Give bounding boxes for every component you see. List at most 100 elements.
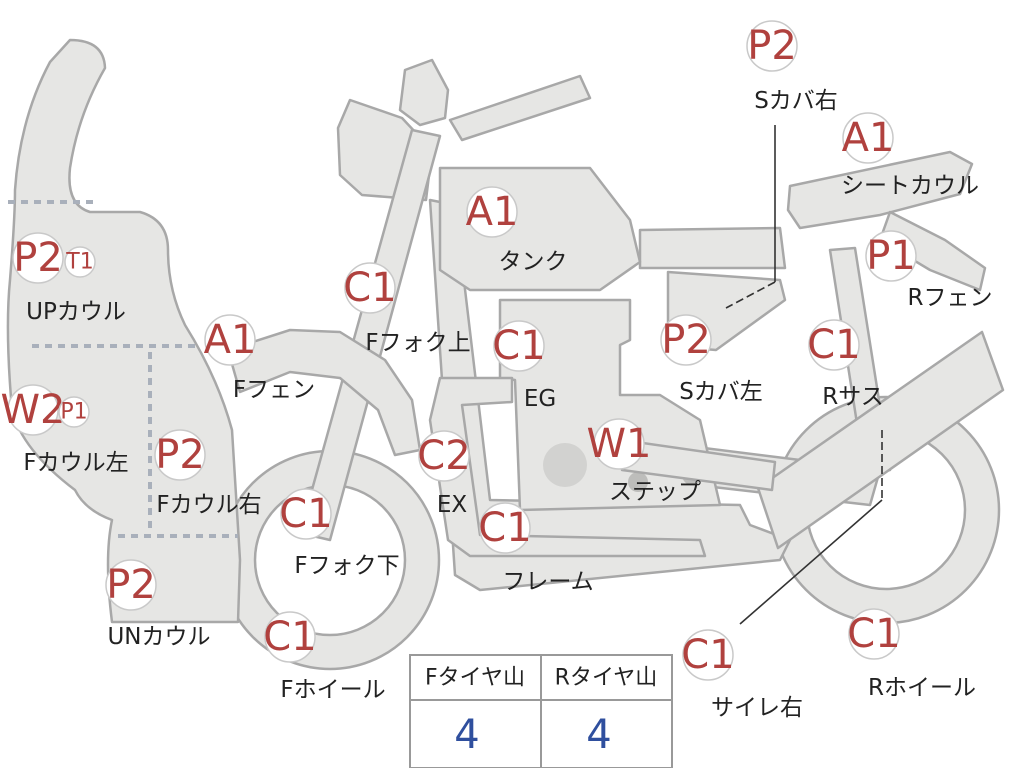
mirror-shape [398, 58, 450, 127]
tire-table-header-rear: Rタイヤ山 [555, 666, 658, 691]
part-seat-cowl[interactable]: A1 シートカウル [841, 112, 979, 199]
f-fender-badge [204, 314, 256, 366]
exhaust-code: C2 [417, 433, 470, 479]
tire-table-value-rear: 4 [586, 712, 611, 758]
f-fork-lower-badge [280, 488, 332, 540]
silencer-shape [756, 330, 1005, 550]
f-wheel-label: Fホイール [280, 677, 385, 703]
part-silencer-right[interactable]: C1 サイレ右 [681, 629, 803, 721]
s-cover-left-badge [660, 314, 712, 366]
s-cover-left-code: P2 [661, 317, 711, 363]
up-cowl-badge-secondary [64, 246, 96, 278]
s-cover-right-code: P2 [747, 23, 797, 69]
exhaust-badge [418, 430, 470, 482]
leader-lines [725, 125, 883, 625]
exhaust-label: EX [437, 492, 468, 518]
f-cowl-left-code: W2 [1, 387, 66, 433]
frame-code: C1 [478, 505, 531, 551]
seat-cowl-shape [786, 150, 974, 230]
un-cowl-code: P2 [106, 562, 156, 608]
step-code: W1 [587, 421, 652, 467]
f-fork-lower-code: C1 [279, 491, 332, 537]
tank-badge [466, 186, 518, 238]
r-wheel-label: Rホイール [868, 675, 976, 701]
engine-code: C1 [492, 323, 545, 369]
engine-badge [493, 320, 545, 372]
up-cowl-code: P2 [13, 235, 63, 281]
tire-table: Fタイヤ山 Rタイヤ山 4 4 [409, 654, 673, 768]
f-cowl-left-code-secondary: P1 [60, 400, 87, 425]
f-fork-lower-label: Fフォク下 [294, 553, 399, 579]
f-cowl-right-label: Fカウル右 [156, 492, 261, 518]
f-cowl-left-badge [7, 384, 59, 436]
silencer-right-label: サイレ右 [711, 695, 803, 721]
s-cover-right-label: Sカバ右 [754, 88, 838, 114]
front-fork-shape [298, 128, 442, 542]
part-tank[interactable]: A1 タンク [466, 186, 568, 275]
r-suspension-code: C1 [807, 322, 860, 368]
f-cowl-left-badge-secondary [58, 396, 90, 428]
silencer-right-code: C1 [681, 632, 734, 678]
f-wheel-badge [264, 611, 316, 663]
un-cowl-label: UNカウル [107, 624, 210, 650]
r-suspension-label: Rサス [822, 384, 884, 410]
seat-cowl-label: シートカウル [841, 173, 979, 199]
step-label: ステップ [609, 479, 701, 505]
r-wheel-badge [848, 608, 900, 660]
seat-cowl-code: A1 [842, 115, 895, 161]
tire-table-header-front: Fタイヤ山 [425, 666, 525, 691]
un-cowl-badge [105, 559, 157, 611]
seat-shape [638, 226, 787, 270]
s-cover-left-label: Sカバ左 [679, 379, 763, 405]
tank-code: A1 [466, 189, 519, 235]
r-suspension-badge [808, 319, 860, 371]
up-cowl-code-secondary: T1 [65, 250, 93, 275]
f-wheel-code: C1 [263, 614, 316, 660]
front-fender-shape [226, 328, 422, 457]
f-fork-upper-label: Fフォク上 [365, 330, 470, 356]
r-wheel-code: C1 [847, 611, 900, 657]
f-fender-code: A1 [204, 317, 257, 363]
f-cowl-left-label: Fカウル左 [23, 450, 128, 476]
up-cowl-badge [12, 232, 64, 284]
r-fender-code: P1 [866, 233, 916, 279]
step-badge [593, 418, 645, 470]
handlebar-shape [448, 74, 592, 142]
f-fork-upper-badge [344, 262, 396, 314]
exhaust-shape [428, 376, 707, 558]
f-cowl-right-badge [154, 429, 206, 481]
r-fender-badge [865, 230, 917, 282]
s-cover-right-badge [746, 20, 798, 72]
bike-silhouette [6, 38, 1005, 671]
up-cowl-label: UPカウル [26, 299, 126, 325]
engine-label: EG [524, 386, 556, 412]
silencer-right-badge [682, 629, 734, 681]
f-fender-label: Fフェン [233, 377, 315, 403]
r-fender-label: Rフェン [908, 285, 993, 311]
part-step[interactable]: W1 ステップ [587, 418, 702, 505]
f-cowl-right-code: P2 [155, 432, 205, 478]
tire-table-value-front: 4 [454, 712, 479, 758]
tank-label: タンク [499, 249, 568, 275]
f-fork-upper-code: C1 [343, 265, 396, 311]
seat-cowl-badge [842, 112, 894, 164]
frame-badge [479, 502, 531, 554]
